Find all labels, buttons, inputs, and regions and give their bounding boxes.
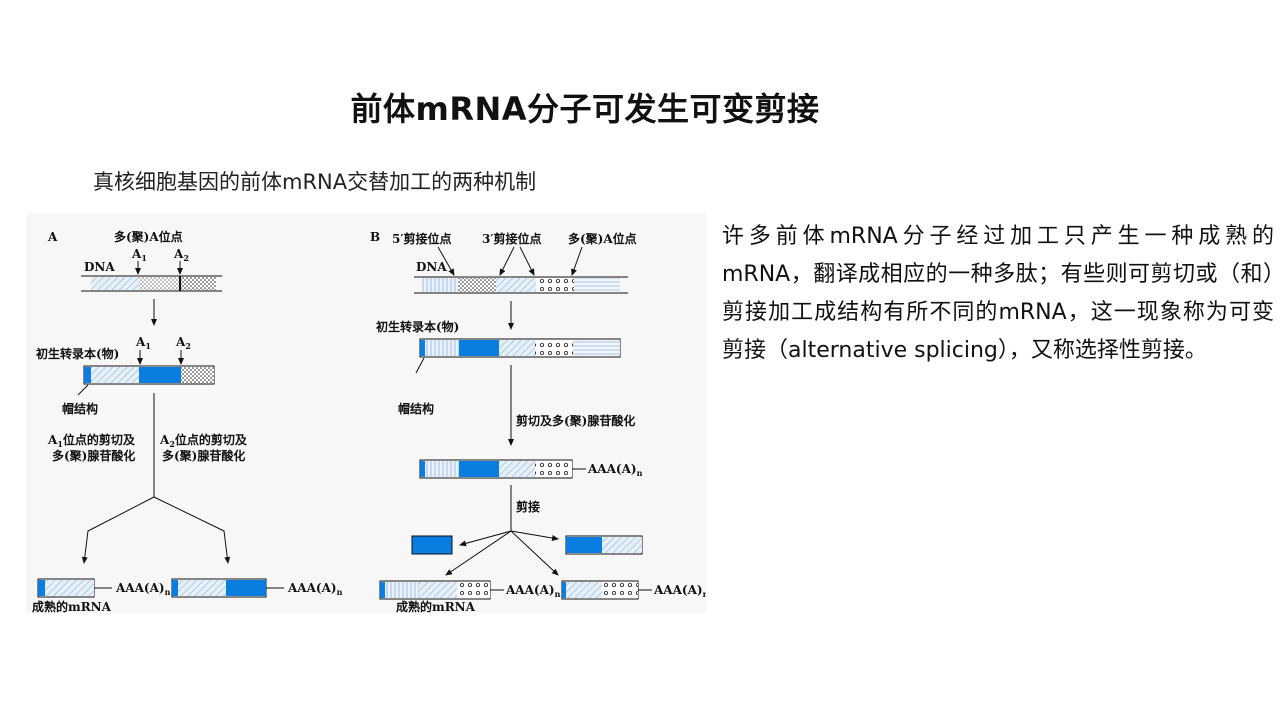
excised-exon-right [565, 535, 643, 555]
panel-b-cleave-label: 剪切及多(聚)腺苷酸化 [516, 413, 635, 428]
panel-b-dna-label: DNA [416, 260, 447, 274]
panel-a-label: A [47, 230, 58, 244]
panel-a-mature-label: 成熟的mRNA [32, 599, 112, 613]
a2-label: A2 [173, 247, 189, 263]
panel-b-polya-site-label: 多(聚)A位点 [568, 231, 637, 246]
panel-a-left-path-l2: 多(聚)腺苷酸化 [52, 448, 135, 463]
panel-b-mature-mrna-2 [561, 580, 652, 600]
a2-label-2: A2 [175, 335, 191, 351]
panel-b-cap-label: 帽结构 [398, 401, 434, 416]
panel-b: B 5′剪接位点 3′剪接位点 多(聚)A位点 DNA 初生转录本(物) [370, 230, 709, 614]
excised-exon-left [411, 535, 453, 555]
panel-a: A 多(聚)A位点 A1 A2 DNA A1 A2 初生转录本(物) 帽 [32, 229, 343, 614]
panel-a-mature-mrna-1 [37, 578, 112, 598]
panel-b-mature-label: 成熟的mRNA [396, 599, 476, 613]
figure-caption: 真核细胞基因的前体mRNA交替加工的两种机制 [93, 170, 537, 194]
panel-b-mature-mrna-1 [379, 580, 504, 600]
panel-a-tail-2: AAA(A)n [287, 581, 343, 597]
page-title: 前体mRNA分子可发生可变剪接 [350, 90, 820, 128]
panel-b-tail-3: AAA(A)n [653, 583, 706, 599]
panel-a-left-path-l1: A1位点的剪切及 [47, 432, 136, 449]
panel-a-polya-site-label: 多(聚)A位点 [114, 229, 183, 244]
panel-a-dna [81, 275, 222, 292]
site3-label: 3′剪接位点 [482, 231, 542, 246]
panel-a-primary-transcript-label: 初生转录本(物) [36, 346, 119, 361]
panel-a-right-path-l2: 多(聚)腺苷酸化 [162, 448, 245, 463]
a1-label-2: A1 [135, 335, 151, 351]
panel-b-tail-2: AAA(A)n [505, 583, 561, 599]
alternative-splicing-figure: A 多(聚)A位点 A1 A2 DNA A1 A2 初生转录本(物) 帽 [26, 213, 709, 614]
panel-b-primary-transcript [419, 338, 621, 358]
panel-a-mature-mrna-2 [171, 578, 284, 598]
panel-a-cap-label: 帽结构 [62, 401, 98, 416]
site5-label: 5′剪接位点 [392, 231, 452, 246]
panel-a-right-path-l1: A2位点的剪切及 [159, 432, 248, 449]
panel-b-polyadenylated-transcript [419, 459, 586, 479]
panel-b-tail-1: AAA(A)n [587, 462, 643, 478]
panel-b-primary-transcript-label: 初生转录本(物) [376, 319, 459, 334]
panel-b-dna [414, 276, 628, 294]
panel-a-tail-1: AAA(A)n [115, 581, 171, 597]
panel-a-primary-transcript [83, 365, 215, 385]
panel-b-splice-label: 剪接 [516, 499, 540, 514]
panel-b-label: B [370, 230, 380, 244]
panel-a-dna-label: DNA [84, 260, 115, 274]
a1-label: A1 [131, 247, 147, 263]
description-text: 许多前体mRNA分子经过加工只产生一种成熟的mRNA，翻译成相应的一种多肽；有些… [722, 224, 1274, 363]
